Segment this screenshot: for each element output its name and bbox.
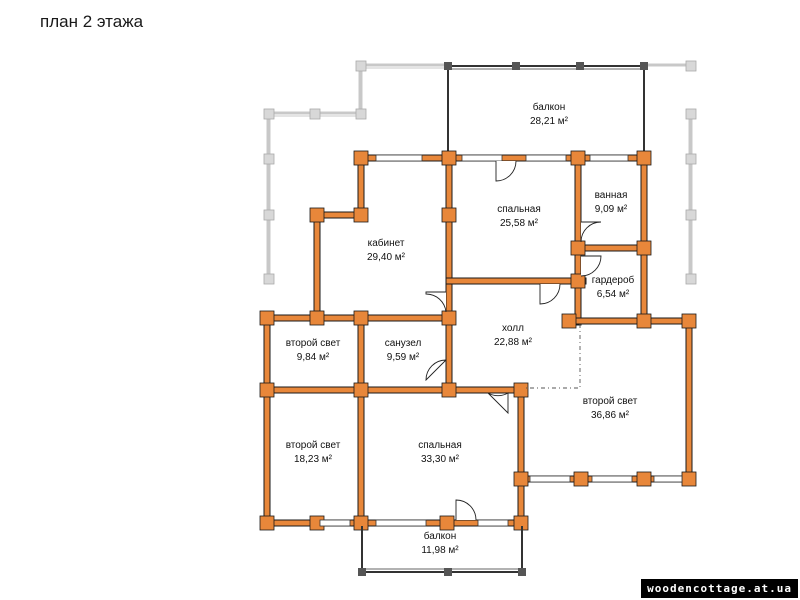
room-area: 36,86 м² bbox=[591, 410, 630, 421]
log-ends bbox=[259, 150, 697, 531]
room-name: спальная bbox=[497, 204, 541, 215]
room-area: 9,84 м² bbox=[297, 352, 330, 363]
room-name: санузел bbox=[385, 338, 422, 349]
room-name: второй свет bbox=[286, 338, 341, 349]
room-area: 33,30 м² bbox=[421, 454, 460, 465]
room-area: 25,58 м² bbox=[500, 218, 539, 229]
doors bbox=[425, 160, 602, 521]
windows bbox=[319, 154, 683, 527]
room-area: 22,88 м² bbox=[494, 337, 533, 348]
room-area: 9,09 м² bbox=[595, 204, 628, 215]
watermark: woodencottage.at.ua bbox=[641, 579, 798, 598]
room-name: спальная bbox=[418, 440, 462, 451]
room-labels: балкон 28,21 м² спальная 25,58 м² ванная… bbox=[286, 101, 638, 556]
room-area: 11,98 м² bbox=[421, 545, 459, 556]
room-name: холл bbox=[502, 323, 524, 334]
room-name: ванная bbox=[595, 190, 628, 201]
room-area: 29,40 м² bbox=[367, 252, 406, 263]
balcony-top-posts bbox=[444, 62, 648, 70]
room-area: 6,54 м² bbox=[597, 289, 630, 300]
balcony-top-frame bbox=[447, 65, 645, 158]
room-name: второй свет bbox=[583, 396, 638, 407]
room-area: 18,23 м² bbox=[294, 454, 333, 465]
room-area: 28,21 м² bbox=[530, 116, 569, 127]
room-area: 9,59 м² bbox=[387, 352, 420, 363]
room-name: второй свет bbox=[286, 440, 341, 451]
room-name: гардероб bbox=[592, 274, 635, 286]
balcony-bottom-frame bbox=[361, 526, 523, 573]
opening-dashed bbox=[524, 324, 581, 389]
terrace-posts bbox=[263, 60, 697, 285]
room-name: балкон bbox=[424, 530, 456, 542]
balcony-bottom-posts bbox=[358, 568, 526, 576]
page-title: план 2 этажа bbox=[40, 12, 144, 31]
room-name: кабинет bbox=[368, 237, 405, 249]
room-name: балкон bbox=[533, 101, 565, 113]
